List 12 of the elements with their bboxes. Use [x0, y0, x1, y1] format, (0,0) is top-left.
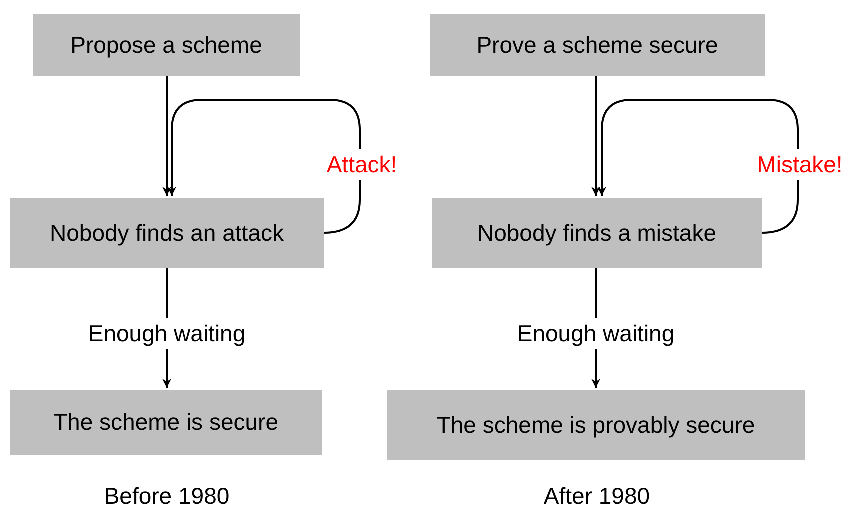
arrow	[598, 99, 799, 234]
process-box: The scheme is secure	[10, 390, 322, 455]
process-box: Nobody finds a mistake	[432, 198, 762, 268]
process-box: The scheme is provably secure	[387, 390, 805, 460]
column-caption: After 1980	[544, 483, 650, 510]
arrow	[168, 99, 361, 234]
process-box: Propose a scheme	[33, 14, 300, 76]
process-box: Nobody finds an attack	[10, 198, 324, 268]
arrow	[592, 76, 600, 196]
column-caption: Before 1980	[104, 483, 230, 510]
arrow	[162, 76, 172, 196]
process-box: Prove a scheme secure	[430, 14, 765, 76]
